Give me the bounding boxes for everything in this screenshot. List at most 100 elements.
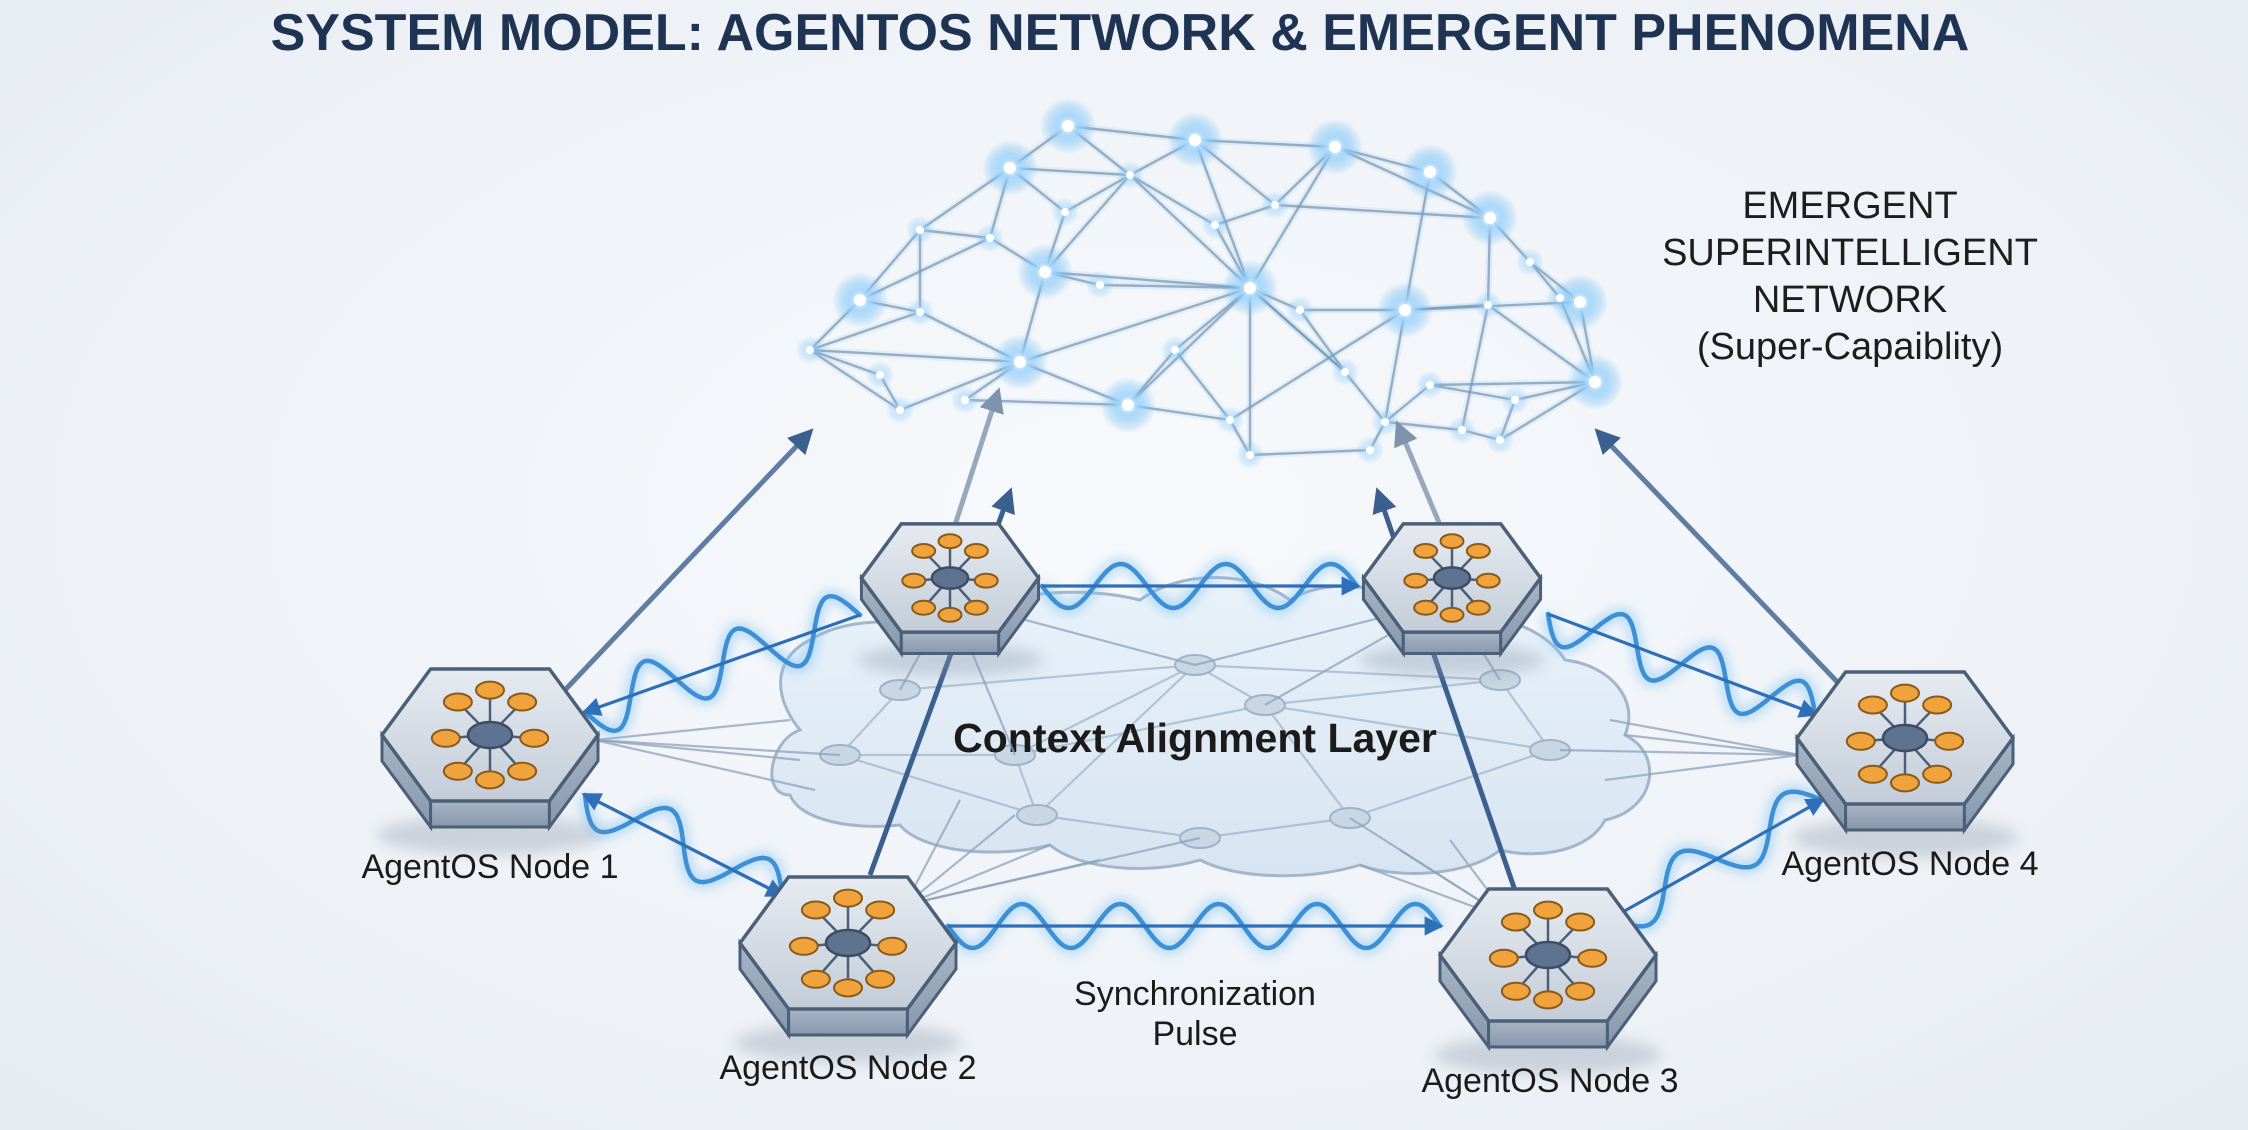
- page-title: SYSTEM MODEL: AGENTOS NETWORK & EMERGENT…: [271, 4, 1970, 62]
- node-cloud-link: [1559, 748, 1801, 757]
- mesh-edge: [1174, 349, 1231, 421]
- mesh-node: [1039, 266, 1051, 278]
- agentos-node-upper-right-graph-dot: [1413, 599, 1439, 616]
- mesh-edge-glow: [808, 308, 922, 354]
- agentos-node-3-graph-dot: [1500, 981, 1531, 1001]
- agentos-node-2-graph-dot: [865, 900, 896, 920]
- mesh-node: [1458, 426, 1466, 434]
- emergent-network-label: EMERGENT SUPERINTELLIGENT NETWORK (Super…: [1662, 185, 2038, 368]
- mesh-edge-glow: [1172, 347, 1233, 423]
- agentos-node-4-graph-dot: [1934, 731, 1965, 751]
- mesh-edge: [809, 349, 901, 411]
- agentos-node-2[interactable]: [734, 875, 962, 1063]
- mesh-node: [1341, 368, 1349, 376]
- agentos-node-4-graph-dot: [1922, 695, 1953, 715]
- mesh-node: [1171, 346, 1179, 354]
- mesh-node: [1244, 282, 1256, 294]
- node-cloud-link: [1609, 718, 1801, 757]
- emergent-network-mesh: [796, 98, 1623, 469]
- agentos-node-4-graph-dot: [1890, 683, 1920, 703]
- cloud-edge: [1199, 816, 1351, 840]
- wave-node1-node2-reverse-head: [581, 793, 783, 897]
- emergence-arrow-node1: [563, 428, 814, 692]
- cloud-edge: [1036, 813, 1201, 840]
- mesh-node: [1226, 416, 1234, 424]
- mesh-node: [1574, 296, 1586, 308]
- mesh-edge-glow: [1429, 381, 1516, 404]
- mesh-node: [916, 226, 924, 234]
- agentos-node-3-graph-center: [1524, 940, 1572, 970]
- mesh-edge-glow: [809, 346, 1021, 366]
- cloud-edge: [1499, 679, 1551, 751]
- mesh-node: [1014, 356, 1026, 368]
- agentos-node-1-graph-dot: [442, 692, 473, 712]
- agentos-node-upper-right[interactable]: [1359, 522, 1545, 677]
- cloud-edge: [1264, 704, 1351, 819]
- emergence-arrow-node4: [1594, 428, 1847, 692]
- agentos-node-upper-left-graph-dot: [911, 542, 937, 559]
- mesh-lines: [807, 122, 1599, 459]
- mesh-node: [1381, 418, 1389, 426]
- agentos-node-1-graph-dot: [475, 680, 505, 700]
- agentos-node-4-side-front: [1844, 802, 1966, 832]
- agentos-node-3-graph-dot: [1533, 900, 1563, 920]
- mesh-node: [854, 294, 866, 306]
- agentos-node-upper-right-graph-dot: [1439, 533, 1465, 550]
- agentos-node-2-graph-dot: [800, 900, 831, 920]
- agentos-node-upper-right-graph-center: [1432, 566, 1472, 590]
- mesh-node: [1589, 376, 1601, 388]
- mesh-node: [1484, 212, 1496, 224]
- mesh-edge-glow: [808, 347, 902, 413]
- mesh-edge: [1429, 383, 1516, 402]
- agentos-node-3-side-front: [1487, 1019, 1609, 1049]
- mesh-edge: [1127, 287, 1251, 406]
- node-cloud-link: [1604, 753, 1801, 782]
- agentos-node-3-graph-dot: [1577, 948, 1608, 968]
- agentos-node-3-graph-dot: [1565, 981, 1596, 1001]
- agentos-node-1-graph-center: [466, 720, 514, 750]
- agentos-node-1[interactable]: [376, 667, 604, 855]
- mesh-node: [961, 396, 969, 404]
- agentos-node-upper-right-graph-dot: [1465, 542, 1491, 559]
- agentos-node-1-graph-dot: [507, 761, 538, 781]
- mesh-edge: [1044, 270, 1251, 290]
- mesh-node: [1556, 294, 1564, 302]
- agentos-node-upper-left-side-front: [899, 630, 1001, 655]
- mesh-node: [916, 308, 924, 316]
- agentos-node-2-graph-dot: [800, 969, 831, 989]
- mesh-node: [1526, 258, 1534, 266]
- mesh-node: [1189, 134, 1201, 146]
- mesh-edge: [1129, 173, 1216, 227]
- mesh-node: [1399, 304, 1411, 316]
- mesh-edge: [809, 348, 1021, 364]
- mesh-edge-glow: [1044, 268, 1251, 292]
- agentos-node-4[interactable]: [1791, 670, 2019, 858]
- agentos-node-4-graph-dot: [1922, 764, 1953, 784]
- agentos-node-4-graph-dot: [1845, 731, 1876, 751]
- agentos-node-upper-left-graph-dot: [937, 533, 963, 550]
- agentos-node-4-graph-dot: [1857, 695, 1888, 715]
- node-cloud-link: [904, 814, 1016, 906]
- agentos-node-1-graph-dot: [519, 728, 550, 748]
- emergence-arrow-tophex1: [952, 387, 1004, 526]
- mesh-node: [1329, 141, 1341, 153]
- sync-pulse-label-line-2: Pulse: [1152, 1015, 1237, 1053]
- agentos-node-upper-left-graph-dot: [963, 599, 989, 616]
- agentos-node-3[interactable]: [1434, 887, 1662, 1075]
- node-cloud-link: [594, 738, 816, 792]
- agentos-node-upper-right-graph-dot: [1413, 542, 1439, 559]
- emergence-arrow-tophex2: [1394, 420, 1443, 526]
- agentos-node-upper-left[interactable]: [857, 522, 1043, 677]
- mesh-node: [1424, 166, 1436, 178]
- cloud-edge: [1264, 703, 1551, 752]
- emergent-label-line-1: EMERGENT: [1742, 185, 1957, 227]
- wave-tophex1-to-node1-axis: [581, 613, 861, 716]
- wave-tophex2-to-node4-axis: [1547, 612, 1819, 718]
- agentos-node-upper-right-graph-dot: [1403, 572, 1429, 589]
- agentos-nodes: [376, 522, 2019, 1075]
- node-1-label: AgentOS Node 1: [361, 848, 618, 886]
- agentos-node-4-graph-center: [1881, 723, 1929, 753]
- cloud-edge: [1036, 664, 1196, 816]
- emergent-label-line-2: SUPERINTELLIGENT: [1662, 232, 2038, 274]
